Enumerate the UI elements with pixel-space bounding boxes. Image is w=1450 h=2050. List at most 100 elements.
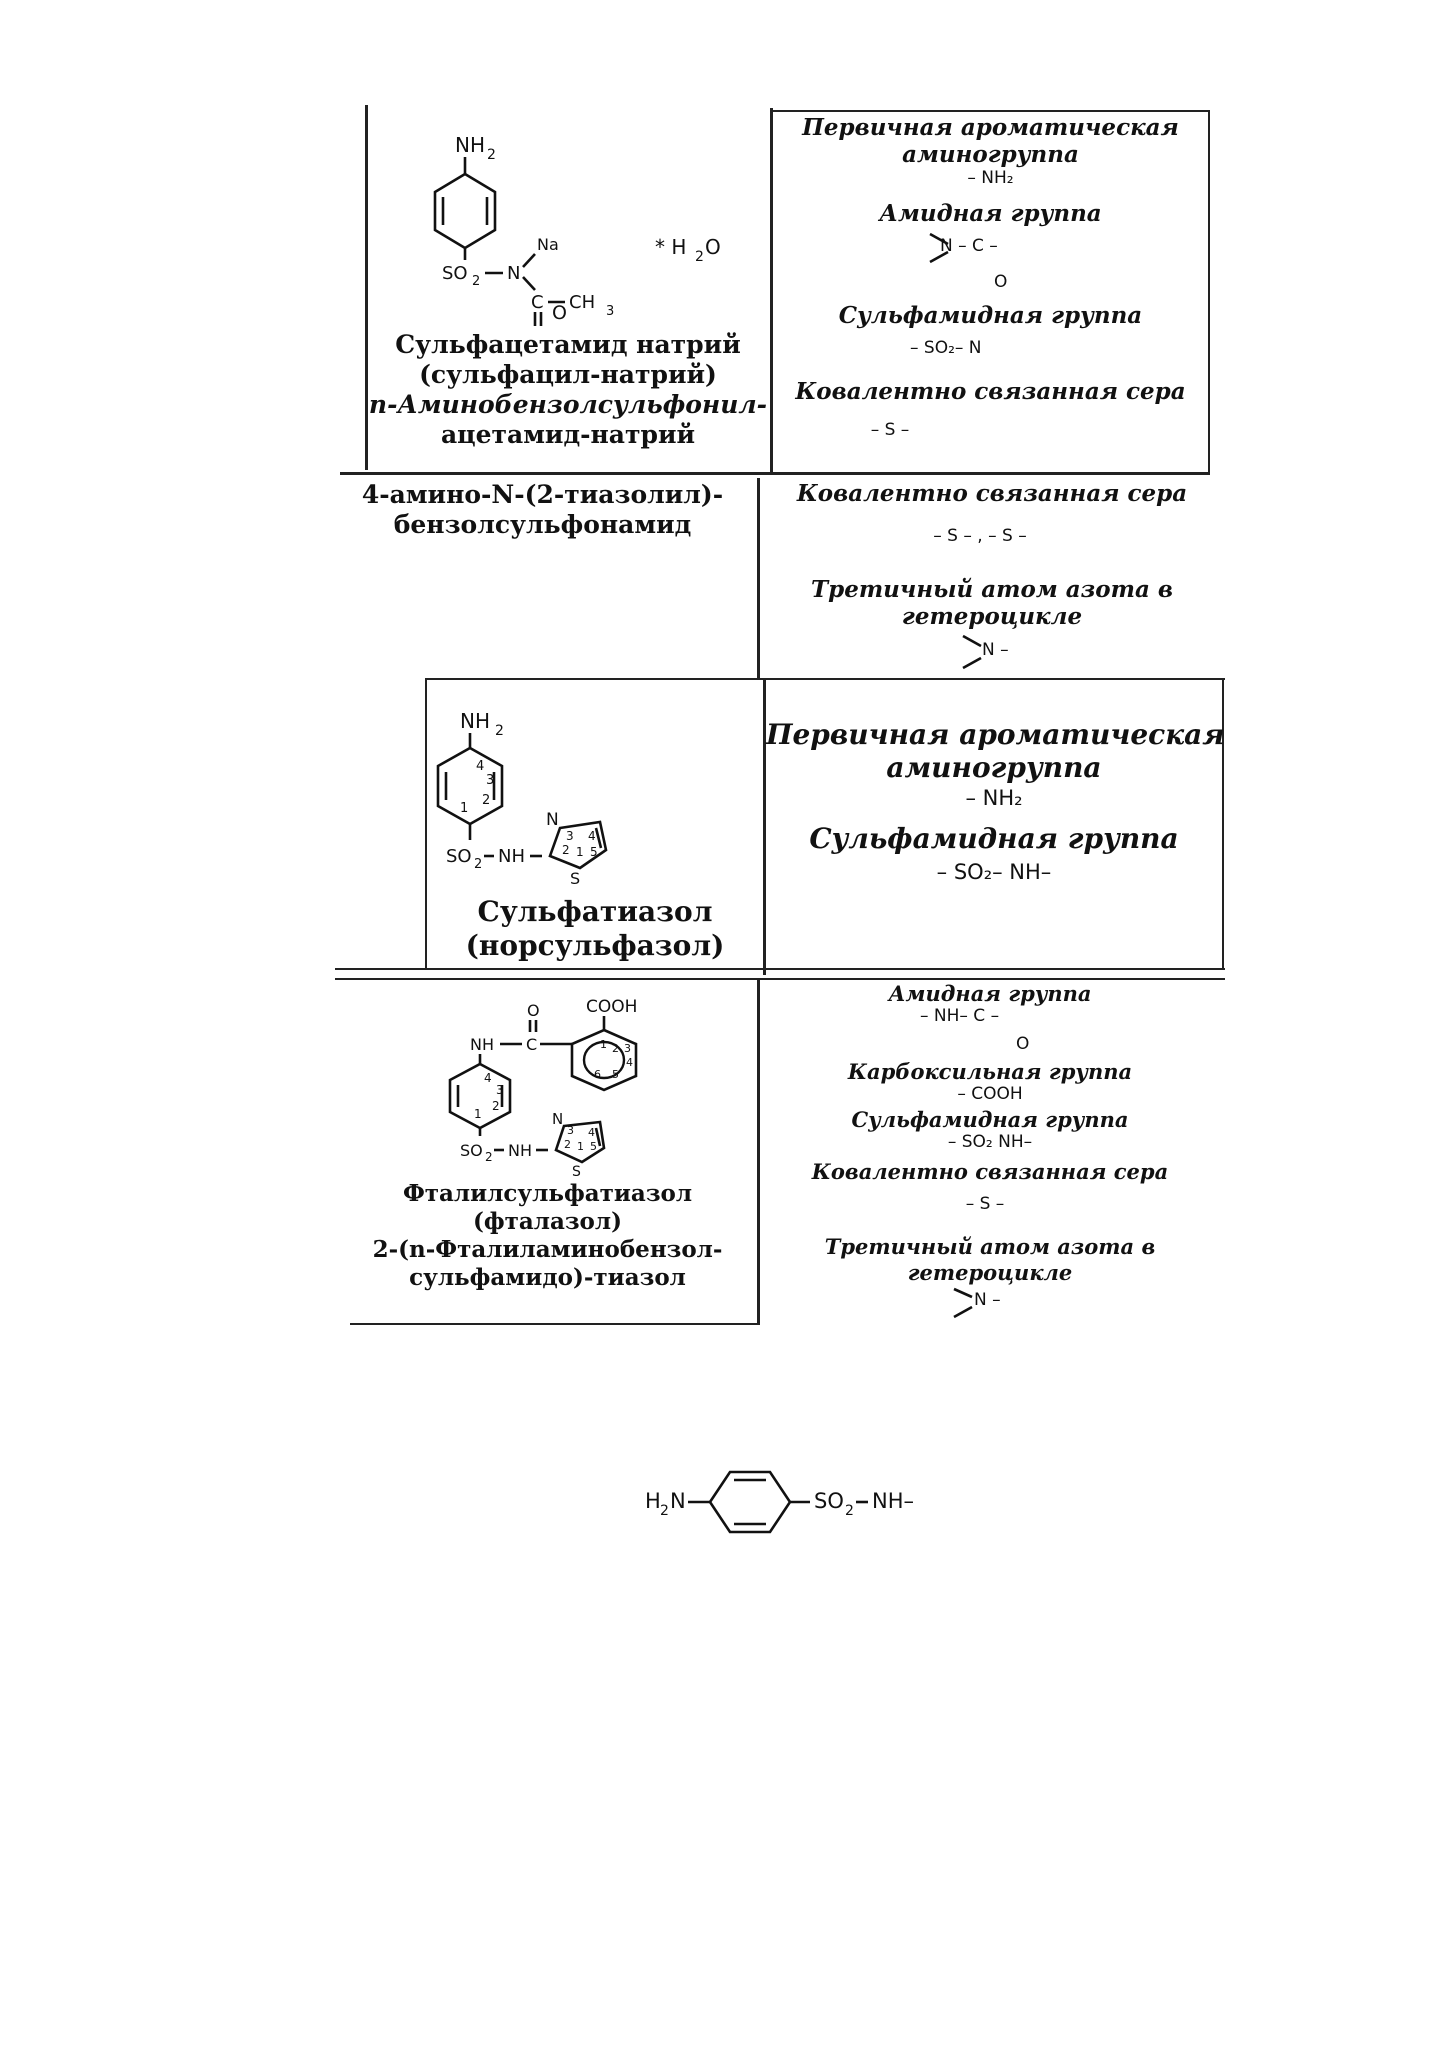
sulfonamide-nh-label: NH	[498, 846, 525, 867]
amide-formula-drawing	[929, 232, 949, 264]
sulfathiazole-iupac-name: 4-амино-N-(2-тиазолил)- бензолсульфонами…	[330, 480, 755, 540]
thiazole-number: 5	[590, 1140, 597, 1153]
amine-n-label: N	[670, 1489, 686, 1513]
ring-number: 1	[600, 1038, 607, 1051]
name-line: сульфамидо)-тиазол	[409, 1264, 686, 1291]
amide-nh-label: NH	[470, 1035, 494, 1054]
sulfacetamide-name: Сульфацетамид натрий (сульфацил-натрий) …	[368, 330, 768, 450]
subscript-2: 2	[695, 249, 704, 265]
carbonyl-carbon: C	[526, 1035, 537, 1054]
methyl-label: CH	[569, 292, 595, 313]
group-title: Ковалентно связанная сера	[796, 480, 1188, 507]
tertiary-nitrogen-formula: N –	[982, 640, 1009, 660]
primary-aromatic-amino-group: Первичная ароматическая аминогруппа	[773, 114, 1208, 168]
subscript-3: 3	[606, 304, 614, 319]
covalent-sulfur-group: Ковалентно связанная сера	[773, 378, 1208, 405]
sulfamide-group: Сульфамидная группа	[760, 1108, 1220, 1132]
sulfamide-group: Сульфамидная группа	[773, 302, 1208, 329]
sulfamide-formula: – SO₂ NH–	[947, 1132, 1033, 1152]
name-line: Сульфатиазол	[477, 895, 713, 928]
amide-oxygen: O	[994, 272, 1008, 292]
covalent-sulfur-group: Ковалентно связанная сера	[762, 480, 1222, 507]
group-title: гетероцикле	[901, 603, 1083, 630]
ring-number: 2	[612, 1042, 619, 1055]
group-title: Третичный атом азота в	[824, 1234, 1156, 1259]
row2-mid-divider	[757, 478, 760, 678]
row1-right-border	[1208, 110, 1210, 475]
subscript-2: 2	[472, 274, 480, 289]
carbon-label: C	[531, 292, 544, 313]
row4-top-border	[335, 978, 1225, 980]
thiazole-n-label: N	[552, 1110, 563, 1128]
row3-mid-divider	[763, 680, 766, 975]
group-title: Третичный атом азота в	[811, 576, 1173, 603]
row3-left-border	[425, 680, 427, 970]
amino-formula: – NH₂	[965, 786, 1023, 810]
hydrate-oxygen: O	[705, 235, 721, 259]
thiazole-number: 4	[588, 1126, 595, 1139]
sodium-label: Na	[537, 235, 559, 254]
sulfonyl-label: SO	[446, 846, 472, 867]
thiazole-number: 3	[566, 829, 574, 843]
name-line: Сульфацетамид натрий	[395, 330, 741, 359]
group-title: Сульфамидная группа	[838, 302, 1143, 329]
group-title: Первичная ароматическая	[766, 718, 1225, 751]
ring-number: 3	[496, 1083, 504, 1097]
sulfathiazole-name: Сульфатиазол (норсульфазол)	[425, 895, 765, 963]
carboxyl-label: COOH	[586, 997, 637, 1017]
group-title: аминогруппа	[902, 141, 1079, 168]
group-title: Амидная группа	[879, 200, 1102, 227]
ring-number: 1	[474, 1107, 482, 1121]
row1-mid-divider	[770, 108, 773, 473]
group-title: Сульфамидная группа	[851, 1107, 1129, 1132]
group-title: Ковалентно связанная сера	[795, 378, 1186, 405]
thiazole-number: 2	[562, 843, 570, 857]
row4-mid-divider	[757, 978, 760, 1323]
covalent-sulfur-group: Ковалентно связанная сера	[760, 1160, 1220, 1184]
thiazole-number: 1	[576, 845, 584, 859]
tertiary-nitrogen-drawing	[953, 1287, 973, 1319]
row1-left-border	[365, 105, 368, 470]
amide-group: Амидная группа	[760, 982, 1220, 1006]
subscript-2: 2	[845, 1503, 854, 1519]
sulfonamide-nh-label: NH	[508, 1141, 532, 1160]
thiazole-number: 5	[590, 845, 598, 859]
sulfur-formula: – S –	[870, 420, 910, 440]
subscript-2: 2	[495, 723, 504, 739]
sulfamide-formula: – SO₂– N	[910, 338, 982, 358]
ring-number: 3	[624, 1042, 631, 1055]
sulfonyl-label: SO	[442, 263, 468, 284]
ring-number: 3	[486, 773, 494, 788]
amino-label: NH	[455, 133, 485, 157]
ring-number: 6	[594, 1068, 601, 1081]
ring-number: 4	[476, 759, 484, 774]
amide-formula: N – C –	[940, 236, 998, 256]
sulfamide-group: Сульфамидная группа	[766, 822, 1222, 855]
tertiary-nitrogen-group: Третичный атом азота в гетероцикле	[762, 576, 1222, 630]
amine-h-label: H	[645, 1489, 661, 1513]
subscript-2: 2	[487, 147, 496, 163]
phthalylsulfathiazole-name: Фталилсульфатиазол (фталазол) 2-(n-Фтали…	[340, 1180, 755, 1292]
amide-oxygen: O	[1016, 1034, 1030, 1054]
subscript-2: 2	[660, 1503, 669, 1519]
name-line: n-Аминобензолсульфонил-	[368, 390, 768, 419]
row4-bottom-border	[350, 1323, 760, 1325]
thiazole-s-label: S	[572, 1164, 581, 1180]
sulfonyl-label: SO	[460, 1141, 483, 1160]
group-title: Амидная группа	[888, 981, 1092, 1006]
sulfonyl-label: SO	[814, 1489, 844, 1513]
ring-number: 5	[612, 1068, 619, 1081]
row3-bottom-border	[335, 968, 1225, 970]
ring-number: 1	[460, 801, 468, 816]
row1-bottom-border	[340, 472, 1210, 475]
thiazole-s-label: S	[570, 869, 580, 888]
ring-number: 2	[492, 1099, 500, 1113]
thiazole-number: 1	[577, 1140, 584, 1153]
carboxyl-formula: – COOH	[957, 1084, 1023, 1104]
hydrate-label: * H	[655, 235, 686, 259]
name-line: ацетамид-натрий	[440, 420, 696, 449]
name-line: бензолсульфонамид	[393, 510, 692, 539]
name-line: (сульфацил-натрий)	[419, 360, 717, 389]
ring-number: 2	[482, 793, 490, 808]
amino-formula: – NH₂	[967, 168, 1014, 188]
